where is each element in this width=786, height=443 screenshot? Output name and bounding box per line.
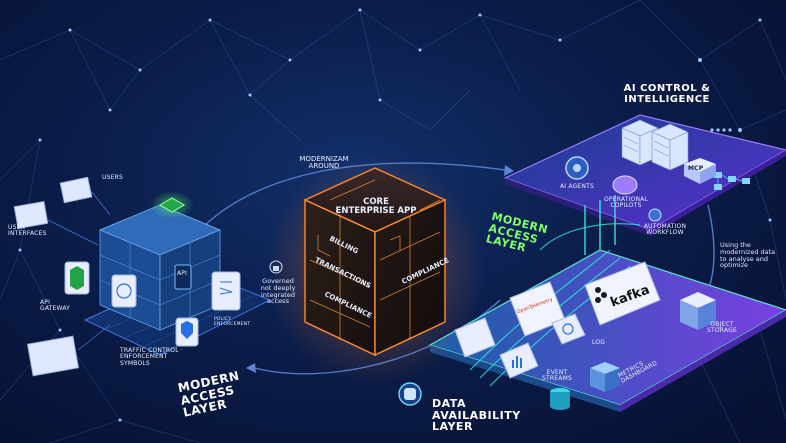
log-tile [551,313,586,345]
dashboard-screen [26,335,80,377]
data-availability-platform [398,223,786,412]
kafka-card [584,261,661,326]
ai-control-platform [503,114,786,236]
api-chip [174,264,192,290]
users-screen [59,176,93,204]
automation-icon [648,208,662,222]
arrow-head-top [504,165,514,176]
nginx-top-icon [159,197,185,213]
user-interfaces-label: USER INTERFACES [8,224,47,238]
bars-tile [499,342,539,379]
policy-enforcement-label: POLICY ENFORCEMENT [214,317,251,327]
policy-tile [211,271,241,311]
object-storage-label: OBJECT STORAGE [707,321,737,335]
event-streams-label: EVENT STREAMS [542,369,572,383]
data-availability-title: DATA AVAILABILITY LAYER [432,397,521,434]
copilot-brain [612,175,638,195]
background-nodes [18,8,772,422]
server-rack [621,119,689,171]
mcp-box [684,158,716,172]
api-chip-label: API [177,270,188,277]
left-access-platform [13,176,283,377]
automation-label: AUTOMATION WORKFLOW [643,223,687,237]
arrow-head-bottom [246,363,256,373]
governed-note: Governed not deeply integrated access [260,277,296,306]
traffic-control-label: TRAFFIC CONTROL · ENFORCEMENT SYMBOLS [120,347,183,367]
user-interfaces-screen [13,200,49,230]
copilots-label: OPERATIONAL COPILOTS [604,196,648,210]
upward-arrows [584,195,616,255]
log-label: LOG [592,339,606,346]
modernize-around-label: MODERNIZAM AROUND [299,155,349,171]
api-gateway-label: API GATEWAY [40,299,71,313]
using-note: Using the modernized data to analyse and… [720,241,776,270]
users-label: USERS [102,174,123,181]
core-enterprise-cube [265,155,485,385]
mcp-label: MCP [688,165,704,172]
ai-control-title: AI CONTROL & INTELLIGENCE [623,83,711,105]
api-gateway-tile [111,274,137,308]
core-app-title: CORE ENTERPRISE APP [335,197,417,216]
ai-agents-label: AI AGENTS [560,183,594,190]
